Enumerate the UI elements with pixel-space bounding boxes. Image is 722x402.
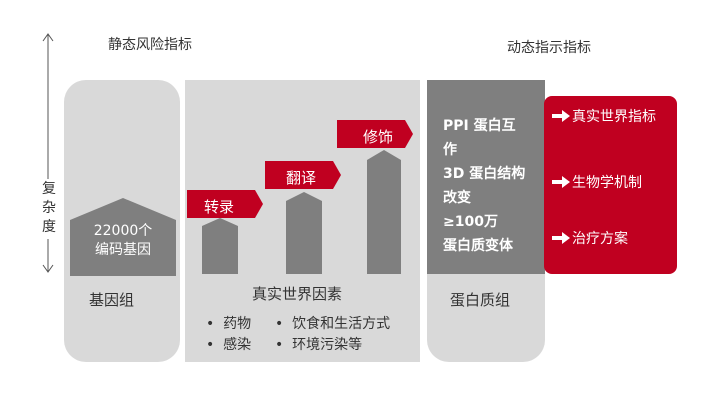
arrow-right-icon bbox=[552, 110, 570, 122]
bullet-item: • 饮食和生活方式 bbox=[275, 316, 391, 332]
outcome-item-biological-mechanism: 生物学机制 bbox=[552, 172, 642, 192]
gene-count-line: 编码基因 bbox=[95, 242, 151, 258]
bullet-item: • 药物 bbox=[206, 316, 252, 332]
axis-label-backdrop bbox=[40, 179, 56, 239]
complexity-axis bbox=[42, 33, 54, 273]
transcription-tag: 转录 bbox=[204, 198, 235, 216]
dynamic-indicators-header: 动态指示指标 bbox=[507, 40, 591, 56]
bullet-item: • 环境污染等 bbox=[275, 337, 363, 353]
outcomes-panel bbox=[544, 96, 677, 274]
proteome-caption: 蛋白质组 bbox=[450, 291, 511, 309]
proteome-line: 3D 蛋白结构 bbox=[443, 166, 526, 182]
gene-count-line: 22000个 bbox=[93, 223, 153, 239]
arrow-right-icon bbox=[552, 176, 570, 188]
transcription-bar bbox=[202, 218, 238, 274]
axis-label-char: 度 bbox=[42, 219, 56, 235]
bullet-item: • 感染 bbox=[206, 337, 252, 353]
modification-tag: 修饰 bbox=[363, 128, 394, 146]
real-world-caption: 真实世界因素 bbox=[252, 285, 343, 303]
proteome-details: PPI 蛋白互 作 3D 蛋白结构 改变 ≥100万 蛋白质变体 bbox=[443, 114, 543, 258]
transcription-tag-shape bbox=[187, 190, 263, 218]
axis-label-char: 复 bbox=[42, 181, 56, 197]
genome-house-shape bbox=[70, 198, 176, 276]
modification-bar bbox=[367, 150, 401, 274]
outcome-item-real-world-indicators: 真实世界指标 bbox=[552, 106, 656, 126]
proteome-line: 作 bbox=[443, 142, 457, 158]
proteome-line: ≥100万 bbox=[443, 214, 498, 230]
translation-tag-shape bbox=[265, 161, 341, 189]
outcome-item-treatment-plan: 治疗方案 bbox=[552, 228, 628, 248]
translation-tag: 翻译 bbox=[286, 169, 317, 187]
outcome-label: 生物学机制 bbox=[572, 175, 642, 191]
outcome-label: 治疗方案 bbox=[572, 231, 628, 247]
proteome-line: PPI 蛋白互 bbox=[443, 118, 516, 134]
translation-bar bbox=[286, 192, 322, 274]
proteome-line: 改变 bbox=[443, 190, 471, 206]
modification-tag-shape bbox=[337, 120, 413, 148]
complexity-axis-label: 复 杂 度 bbox=[39, 180, 59, 237]
proteome-detail-block bbox=[427, 80, 545, 274]
arrow-right-icon bbox=[552, 232, 570, 244]
proteome-line: 蛋白质变体 bbox=[443, 238, 513, 254]
outcome-label: 真实世界指标 bbox=[572, 109, 656, 125]
static-indicators-header: 静态风险指标 bbox=[108, 37, 192, 53]
axis-label-char: 杂 bbox=[42, 200, 56, 216]
genome-gene-count: 22000个 编码基因 bbox=[74, 222, 172, 260]
genome-caption: 基因组 bbox=[89, 291, 135, 309]
